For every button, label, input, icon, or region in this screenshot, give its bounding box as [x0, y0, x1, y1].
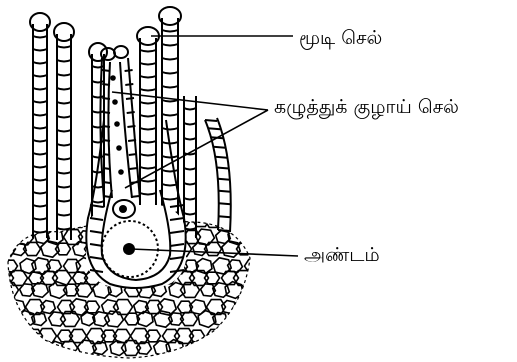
neck-canal-nucleus	[118, 169, 124, 175]
neck-canal-nucleus	[114, 121, 120, 127]
neck-canal-nucleus	[110, 75, 116, 81]
archegonium	[86, 46, 186, 288]
filament-6	[184, 96, 196, 238]
filament-1	[30, 13, 50, 238]
cover-cell-label: மூடி செல்	[299, 29, 382, 48]
neck-canal-nucleus	[116, 145, 122, 151]
filament-2	[54, 23, 74, 240]
filament-7	[205, 118, 231, 232]
neck-cell-pointer-1	[112, 92, 268, 110]
neck-canal-nucleus	[112, 99, 118, 105]
egg-label: அண்டம்	[304, 246, 380, 265]
neck-canal-cell-label: கழுத்துக் குழாய் செல்	[274, 98, 459, 117]
filament-4	[137, 27, 159, 236]
